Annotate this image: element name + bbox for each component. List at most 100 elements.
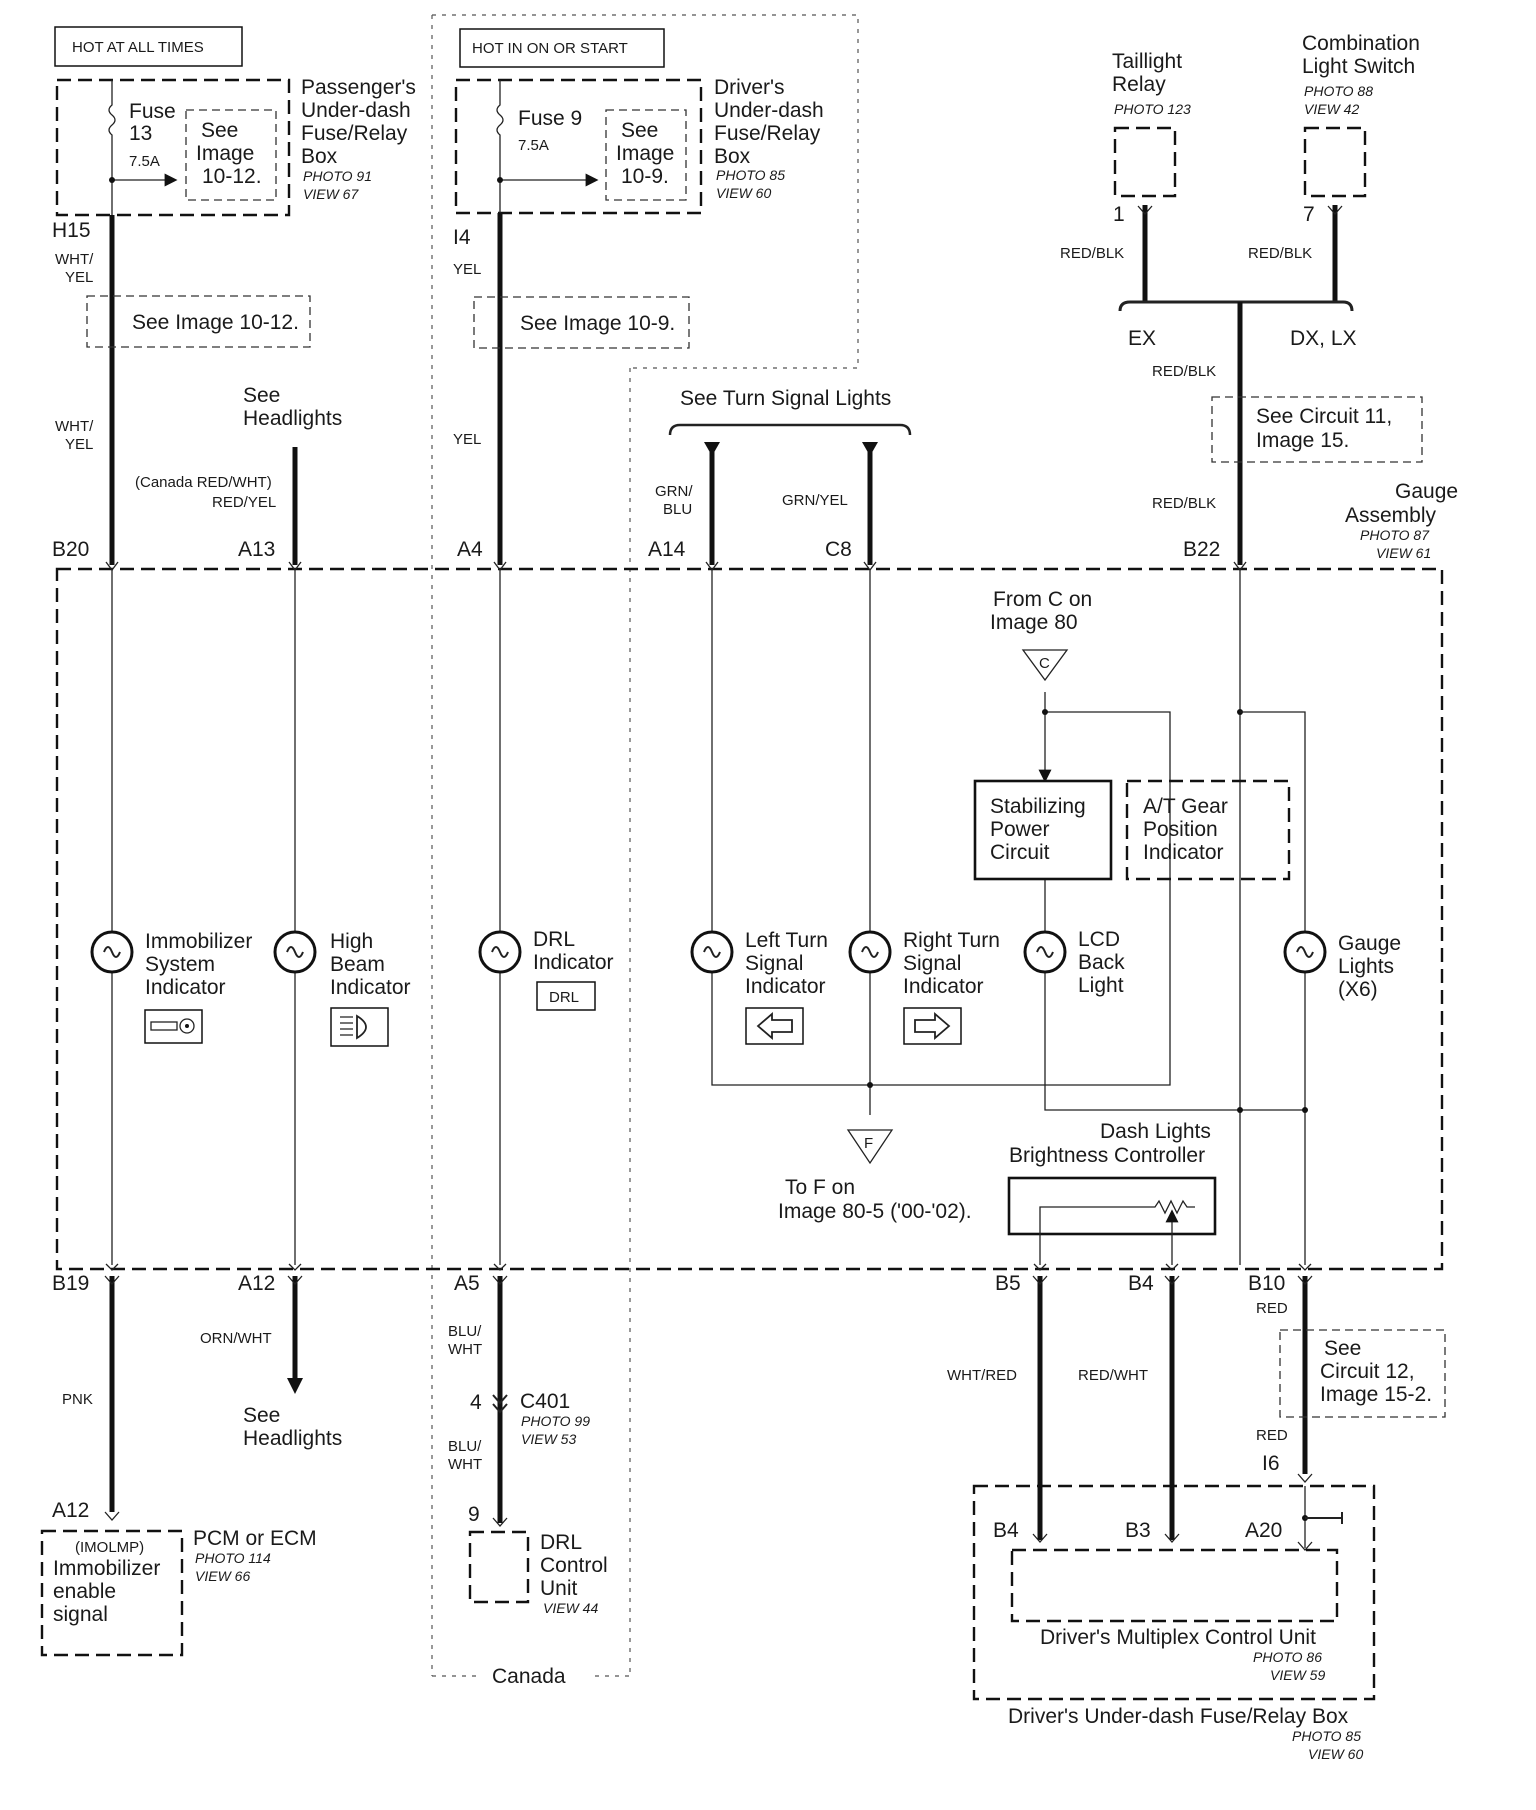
svg-text:Immobilizer: Immobilizer xyxy=(145,930,252,953)
see-image-10-12-box xyxy=(185,109,277,201)
see-turn-signal-label: See Turn Signal Lights xyxy=(680,387,891,410)
bulb-drl xyxy=(478,930,522,974)
fuse-9 xyxy=(496,80,599,213)
svg-text:YEL: YEL xyxy=(453,431,481,448)
see-image-10-9-box xyxy=(605,109,687,201)
svg-text:Signal: Signal xyxy=(903,952,961,975)
svg-text:Brightness Controller: Brightness Controller xyxy=(1009,1144,1205,1167)
svg-text:See Image 10-9.: See Image 10-9. xyxy=(520,312,675,335)
svg-text:Assembly: Assembly xyxy=(1345,504,1437,527)
fuse-9-label: Fuse 9 xyxy=(518,107,582,130)
svg-text:B3: B3 xyxy=(1125,1519,1151,1542)
driver-underdash-fuse-box xyxy=(972,1484,1376,1701)
svg-text:PHOTO 123: PHOTO 123 xyxy=(1114,101,1191,117)
svg-text:B4: B4 xyxy=(993,1519,1019,1542)
svg-text:(Canada RED/WHT): (Canada RED/WHT) xyxy=(135,474,272,491)
fuse-13-number: 13 xyxy=(129,122,152,145)
svg-text:I4: I4 xyxy=(453,226,471,249)
right-arrow-icon xyxy=(903,1007,962,1045)
bulb-immobilizer xyxy=(90,930,134,974)
svg-text:Image 80-5 ('00-'02).: Image 80-5 ('00-'02). xyxy=(778,1200,972,1223)
svg-text:Circuit: Circuit xyxy=(990,841,1050,864)
svg-text:9: 9 xyxy=(468,1503,480,1526)
svg-text:A20: A20 xyxy=(1245,1519,1282,1542)
bulb-gauge-lights xyxy=(1283,930,1327,974)
fuse-13 xyxy=(108,80,178,215)
stabilizing-power-circuit xyxy=(973,779,1113,881)
svg-text:VIEW 60: VIEW 60 xyxy=(1308,1746,1363,1762)
drl-control-unit-box xyxy=(468,1530,530,1604)
svg-text:10-12.: 10-12. xyxy=(202,165,262,188)
svg-text:4: 4 xyxy=(470,1391,482,1414)
svg-text:Control: Control xyxy=(540,1554,608,1577)
passenger-fuse-box xyxy=(55,78,291,217)
svg-text:Stabilizing: Stabilizing xyxy=(990,795,1086,818)
svg-text:B20: B20 xyxy=(52,538,89,561)
svg-text:H15: H15 xyxy=(52,219,91,242)
svg-text:Box: Box xyxy=(714,145,751,168)
svg-text:See: See xyxy=(243,1404,280,1427)
canada-label: Canada xyxy=(492,1665,566,1688)
svg-text:RED/BLK: RED/BLK xyxy=(1152,495,1216,512)
gauge-assembly-label: Gauge xyxy=(1395,480,1458,503)
svg-text:To F on: To F on xyxy=(785,1176,855,1199)
combination-switch-box xyxy=(1303,126,1367,198)
hot-on-start-box xyxy=(459,28,665,68)
svg-text:DRL: DRL xyxy=(533,928,575,951)
driver-box-name: Driver's xyxy=(714,76,785,99)
gauge-assembly-box xyxy=(55,567,1444,1271)
see-circuit-12-box xyxy=(1279,1329,1446,1418)
svg-text:7: 7 xyxy=(1303,203,1315,226)
svg-text:Under-dash: Under-dash xyxy=(714,99,824,122)
svg-text:C: C xyxy=(1039,655,1050,672)
svg-text:PNK: PNK xyxy=(62,1391,93,1408)
svg-text:Fuse/Relay: Fuse/Relay xyxy=(301,122,408,145)
svg-text:GRN/: GRN/ xyxy=(655,483,693,500)
driver-underdash-fuse-box-label: Driver's Under-dash Fuse/Relay Box xyxy=(1008,1705,1349,1728)
svg-text:Indicator: Indicator xyxy=(1143,841,1224,864)
svg-text:RED/BLK: RED/BLK xyxy=(1248,245,1312,262)
svg-text:A13: A13 xyxy=(238,538,275,561)
svg-text:10-9.: 10-9. xyxy=(621,165,669,188)
svg-text:LCD: LCD xyxy=(1078,928,1120,951)
svg-text:WHT: WHT xyxy=(448,1341,482,1358)
svg-text:VIEW 44: VIEW 44 xyxy=(543,1600,598,1616)
svg-text:BLU/: BLU/ xyxy=(448,1323,482,1340)
svg-text:C8: C8 xyxy=(825,538,852,561)
svg-text:RED/WHT: RED/WHT xyxy=(1078,1367,1148,1384)
passenger-box-name: Passenger's xyxy=(301,76,416,99)
svg-text:Indicator: Indicator xyxy=(330,976,411,999)
left-arrow-icon xyxy=(745,1007,804,1045)
connector-f-triangle xyxy=(846,1129,894,1165)
svg-text:See: See xyxy=(243,384,280,407)
bulb-left-turn xyxy=(690,930,734,974)
svg-text:Gauge: Gauge xyxy=(1338,932,1401,955)
bulb-high-beam xyxy=(273,930,317,974)
fuse-13-amps: 7.5A xyxy=(129,153,160,170)
drl-badge-icon xyxy=(536,981,596,1011)
svg-text:Headlights: Headlights xyxy=(243,407,342,430)
svg-text:ORN/WHT: ORN/WHT xyxy=(200,1330,272,1347)
at-gear-position-indicator xyxy=(1125,779,1291,881)
svg-text:YEL: YEL xyxy=(453,261,481,278)
svg-text:Image: Image xyxy=(616,142,674,165)
pcm-ecm-box xyxy=(40,1529,184,1657)
svg-text:(IMOLMP): (IMOLMP) xyxy=(75,1539,144,1556)
svg-text:GRN/YEL: GRN/YEL xyxy=(782,492,848,509)
svg-text:See: See xyxy=(1324,1337,1361,1360)
pcm-ecm-label: PCM or ECM xyxy=(193,1527,317,1550)
svg-text:Image: Image xyxy=(196,142,254,165)
svg-text:DX, LX: DX, LX xyxy=(1290,327,1357,350)
svg-text:VIEW 42: VIEW 42 xyxy=(1304,101,1359,117)
svg-text:B22: B22 xyxy=(1183,538,1220,561)
svg-text:VIEW 53: VIEW 53 xyxy=(521,1431,576,1447)
svg-text:PHOTO 85: PHOTO 85 xyxy=(716,167,785,183)
svg-text:F: F xyxy=(864,1135,873,1152)
svg-text:VIEW 60: VIEW 60 xyxy=(716,185,771,201)
svg-text:Position: Position xyxy=(1143,818,1218,841)
svg-text:Circuit 12,: Circuit 12, xyxy=(1320,1360,1415,1383)
svg-text:RED: RED xyxy=(1256,1300,1288,1317)
svg-text:From C on: From C on xyxy=(993,588,1092,611)
fuse-9-amps: 7.5A xyxy=(518,137,549,154)
